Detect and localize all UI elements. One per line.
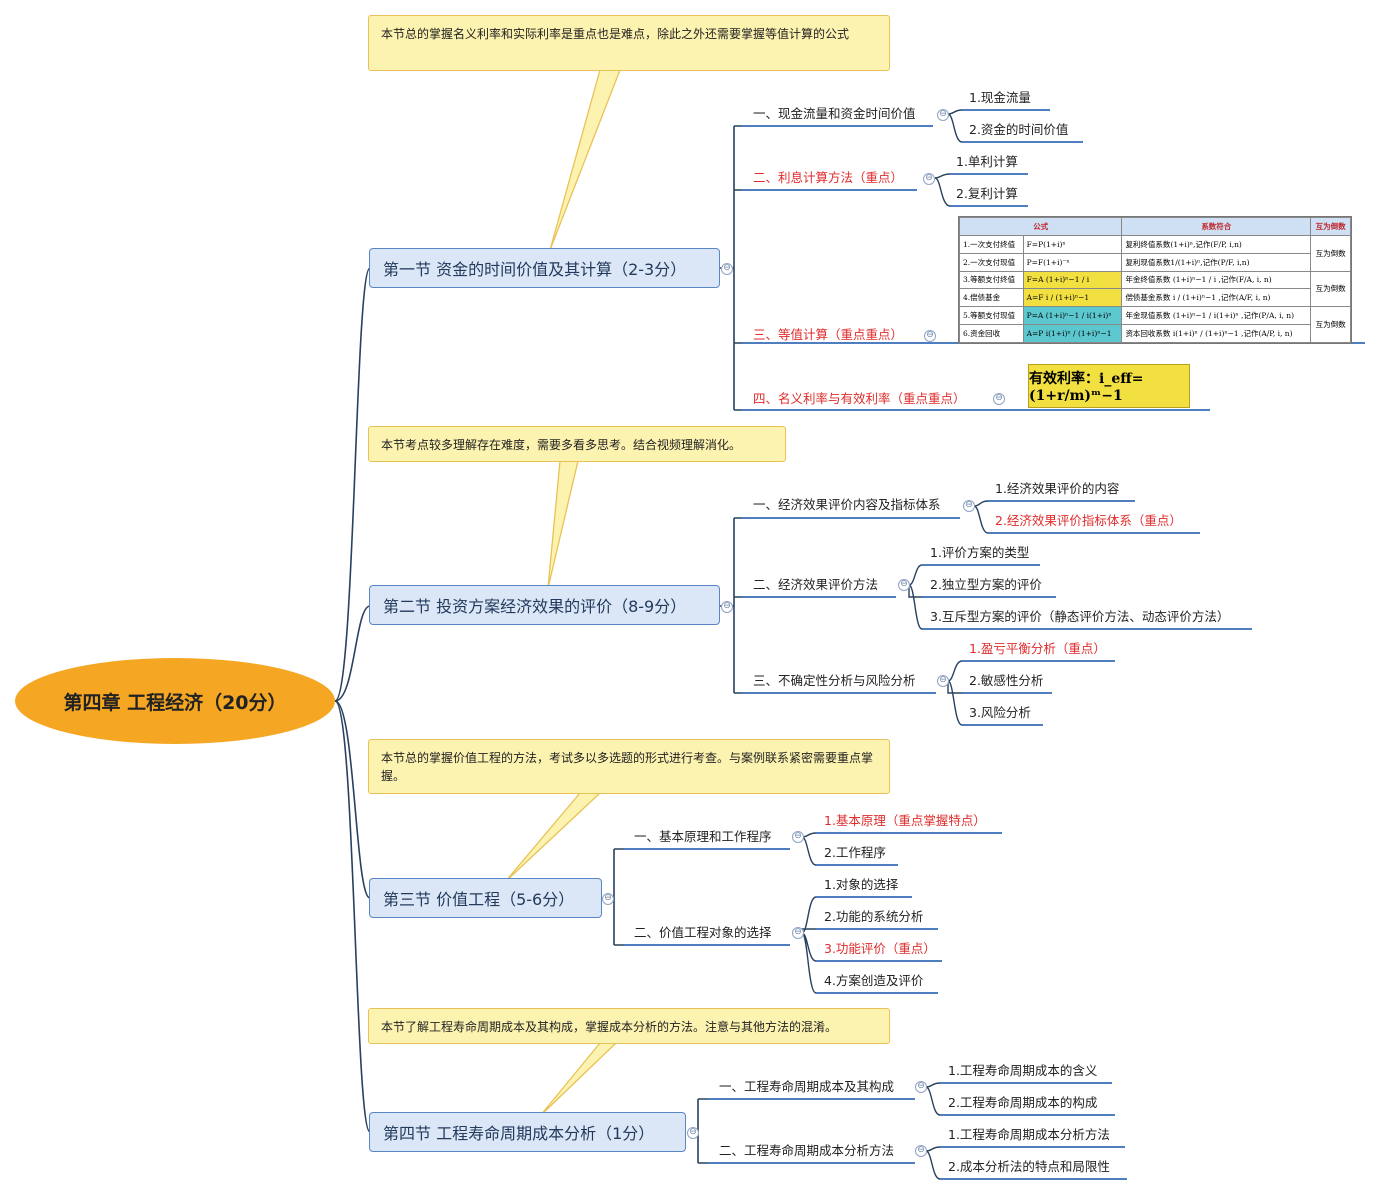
s2-branch-3[interactable]: 三、不确定性分析与风险分析 [753, 673, 916, 688]
section-2-topic[interactable]: 第二节 投资方案经济效果的评价（8-9分） [369, 585, 720, 625]
section-1-note[interactable]: 本节总的掌握名义利率和实际利率是重点也是难点，除此之外还需要掌握等值计算的公式 [368, 15, 890, 71]
s1-b2-leaf-1[interactable]: 1.单利计算 [956, 154, 1018, 169]
s2-b3-leaf-3[interactable]: 3.风险分析 [969, 705, 1031, 720]
section-4-title: 第四节 工程寿命周期成本分析（1分） [383, 1124, 655, 1143]
root-title: 第四章 工程经济（20分） [63, 691, 287, 714]
effective-rate-formula-image: 有效利率：i_eff=(1+r/m)ᵐ−1 [1028, 364, 1190, 408]
collapse-icon[interactable]: ⊖ [937, 109, 949, 121]
s2-b2-leaf-1[interactable]: 1.评价方案的类型 [930, 545, 1030, 560]
s1-b2-leaf-2[interactable]: 2.复利计算 [956, 186, 1018, 201]
s3-b2-leaf-3[interactable]: 3.功能评价（重点） [824, 941, 936, 956]
table-cell: 1.一次支付终值 [959, 234, 1024, 254]
s3-b2-leaf-2[interactable]: 2.功能的系统分析 [824, 909, 924, 924]
s3-b2-leaf-4[interactable]: 4.方案创造及评价 [824, 973, 924, 988]
table-cell: F=P(1+i)ⁿ [1022, 234, 1123, 254]
collapse-icon[interactable]: ⊖ [915, 1081, 927, 1093]
table-cell: 复利现值系数1/(1+i)ⁿ,记作(P/F, i,n) [1121, 252, 1312, 272]
section-2-note[interactable]: 本节考点较多理解存在难度，需要多看多思考。结合视频理解消化。 [368, 426, 786, 462]
section-2-note-text: 本节考点较多理解存在难度，需要多看多思考。结合视频理解消化。 [381, 438, 742, 452]
formula-text: 有效利率：i_eff=(1+r/m)ᵐ−1 [1029, 371, 1144, 404]
s3-b1-leaf-2[interactable]: 2.工作程序 [824, 845, 886, 860]
table-cell: 资本回收系数 i(1+i)ⁿ / (1+i)ⁿ−1 ,记作(A/P, i, n) [1121, 324, 1312, 343]
table-cell: 5.等额支付现值 [959, 306, 1024, 326]
section-3-topic[interactable]: 第三节 价值工程（5-6分） [369, 878, 602, 918]
table-cell: 年金终值系数 (1+i)ⁿ−1 / i ,记作(F/A, i, n) [1121, 270, 1312, 290]
table-header: 互为倒数 [1310, 217, 1351, 236]
table-cell: P=A (1+i)ⁿ−1 / i(1+i)ⁿ [1022, 306, 1123, 326]
s2-b1-leaf-2[interactable]: 2.经济效果评价指标体系（重点） [995, 513, 1182, 528]
section-3-note-text: 本节总的掌握价值工程的方法，考试多以多选题的形式进行考查。与案例联系紧密需要重点… [381, 751, 874, 783]
table-cell: 年金现值系数 (1+i)ⁿ−1 / i(1+i)ⁿ ,记作(P/A, i, n) [1121, 306, 1312, 326]
collapse-icon[interactable]: ⊖ [915, 1145, 927, 1157]
collapse-icon[interactable]: ⊖ [602, 893, 614, 905]
s2-b3-leaf-2[interactable]: 2.敏感性分析 [969, 673, 1044, 688]
table-cell: A=F i / (1+i)ⁿ−1 [1022, 288, 1123, 308]
s4-b1-leaf-1[interactable]: 1.工程寿命周期成本的含义 [948, 1063, 1098, 1078]
table-cell: 互为倒数 [1310, 270, 1351, 308]
s4-b2-leaf-2[interactable]: 2.成本分析法的特点和局限性 [948, 1159, 1110, 1174]
s3-branch-2[interactable]: 二、价值工程对象的选择 [634, 925, 772, 940]
s4-branch-1[interactable]: 一、工程寿命周期成本及其构成 [719, 1079, 895, 1094]
s1-b1-leaf-1[interactable]: 1.现金流量 [969, 90, 1031, 105]
table-header: 公式 [958, 217, 1123, 236]
s3-b1-leaf-1[interactable]: 1.基本原理（重点掌握特点） [824, 813, 986, 828]
table-cell: 6.资金回收 [959, 324, 1024, 343]
collapse-icon[interactable]: ⊖ [687, 1127, 699, 1139]
collapse-icon[interactable]: ⊖ [792, 831, 804, 843]
s2-b2-leaf-2[interactable]: 2.独立型方案的评价 [930, 577, 1042, 592]
section-4-note[interactable]: 本节了解工程寿命周期成本及其构成，掌握成本分析的方法。注意与其他方法的混淆。 [368, 1008, 890, 1044]
table-cell: 4.偿债基金 [959, 288, 1024, 308]
section-2-title: 第二节 投资方案经济效果的评价（8-9分） [383, 597, 687, 616]
s4-branch-2[interactable]: 二、工程寿命周期成本分析方法 [719, 1143, 895, 1158]
s2-branch-1[interactable]: 一、经济效果评价内容及指标体系 [753, 497, 941, 512]
collapse-icon[interactable]: ⊖ [963, 500, 975, 512]
s2-b2-leaf-3[interactable]: 3.互斥型方案的评价（静态评价方法、动态评价方法） [930, 609, 1230, 624]
s2-b1-leaf-1[interactable]: 1.经济效果评价的内容 [995, 481, 1120, 496]
collapse-icon[interactable]: ⊖ [924, 330, 936, 342]
table-cell: 2.一次支付现值 [959, 252, 1024, 272]
table-header: 系数符合 [1121, 217, 1312, 236]
section-4-topic[interactable]: 第四节 工程寿命周期成本分析（1分） [369, 1112, 686, 1152]
section-1-note-text: 本节总的掌握名义利率和实际利率是重点也是难点，除此之外还需要掌握等值计算的公式 [381, 27, 850, 41]
root-topic[interactable]: 第四章 工程经济（20分） [15, 658, 335, 744]
collapse-icon[interactable]: ⊖ [937, 675, 949, 687]
table-cell: F=A (1+i)ⁿ−1 / i [1022, 270, 1123, 290]
collapse-icon[interactable]: ⊖ [721, 263, 733, 275]
s2-branch-2[interactable]: 二、经济效果评价方法 [753, 577, 879, 592]
table-cell: 互为倒数 [1310, 234, 1351, 272]
section-3-title: 第三节 价值工程（5-6分） [383, 890, 575, 909]
table-cell: 偿债基金系数 i / (1+i)ⁿ−1 ,记作(A/F, i, n) [1121, 288, 1312, 308]
section-4-note-text: 本节了解工程寿命周期成本及其构成，掌握成本分析的方法。注意与其他方法的混淆。 [381, 1020, 838, 1034]
s1-branch-2[interactable]: 二、利息计算方法（重点） [753, 170, 904, 185]
section-1-title: 第一节 资金的时间价值及其计算（2-3分） [383, 260, 687, 279]
section-3-note[interactable]: 本节总的掌握价值工程的方法，考试多以多选题的形式进行考查。与案例联系紧密需要重点… [368, 739, 890, 794]
collapse-icon[interactable]: ⊖ [898, 579, 910, 591]
s1-branch-3[interactable]: 三、等值计算（重点重点） [753, 327, 904, 342]
s3-branch-1[interactable]: 一、基本原理和工作程序 [634, 829, 772, 844]
s1-b1-leaf-2[interactable]: 2.资金的时间价值 [969, 122, 1069, 137]
collapse-icon[interactable]: ⊖ [923, 173, 935, 185]
s1-branch-1[interactable]: 一、现金流量和资金时间价值 [753, 106, 916, 121]
s2-b3-leaf-1[interactable]: 1.盈亏平衡分析（重点） [969, 641, 1106, 656]
s4-b1-leaf-2[interactable]: 2.工程寿命周期成本的构成 [948, 1095, 1098, 1110]
table-cell: 3.等额支付终值 [959, 270, 1024, 290]
s1-branch-4[interactable]: 四、名义利率与有效利率（重点重点） [753, 391, 966, 406]
collapse-icon[interactable]: ⊖ [993, 393, 1005, 405]
table-cell: 复利终值系数(1+i)ⁿ,记作(F/P, i,n) [1121, 234, 1312, 254]
collapse-icon[interactable]: ⊖ [721, 601, 733, 613]
s3-b2-leaf-1[interactable]: 1.对象的选择 [824, 877, 899, 892]
section-1-topic[interactable]: 第一节 资金的时间价值及其计算（2-3分） [369, 248, 720, 288]
table-cell: A=P i(1+i)ⁿ / (1+i)ⁿ−1 [1022, 324, 1123, 343]
collapse-icon[interactable]: ⊖ [792, 927, 804, 939]
table-cell: P=F(1+i)⁻ⁿ [1022, 252, 1123, 272]
table-cell: 互为倒数 [1310, 306, 1351, 343]
s4-b2-leaf-1[interactable]: 1.工程寿命周期成本分析方法 [948, 1127, 1110, 1142]
